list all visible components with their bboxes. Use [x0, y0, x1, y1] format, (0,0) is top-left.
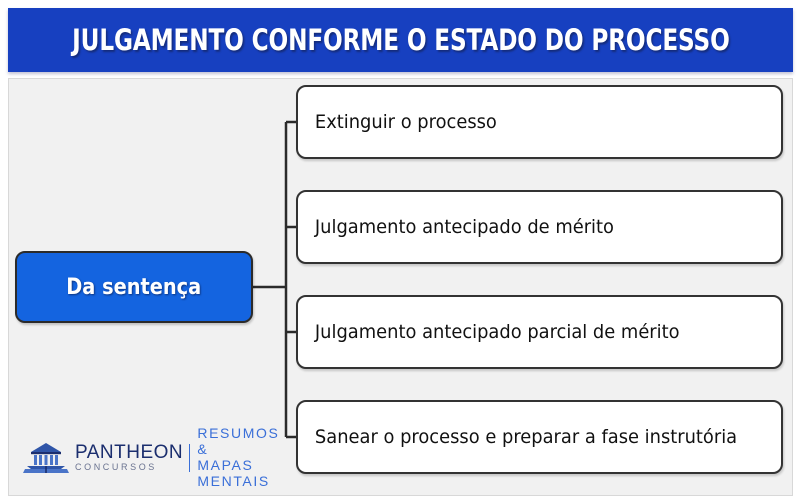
- pantheon-temple-icon: [23, 443, 69, 473]
- brand-divider: [189, 444, 191, 472]
- branch-node-4[interactable]: Sanear o processo e preparar a fase inst…: [296, 400, 783, 474]
- brand-name: PANTHEON: [75, 441, 184, 463]
- branch-node-3[interactable]: Julgamento antecipado parcial de mérito: [296, 295, 783, 369]
- brand-tagline: RESUMOS & MAPAS MENTAIS: [197, 425, 280, 490]
- branch-node-2-label: Julgamento antecipado de mérito: [314, 216, 614, 238]
- brand-logo-text: PANTHEON CONCURSOS RESUMOS & MAPAS MENTA…: [75, 425, 280, 490]
- branch-node-4-label: Sanear o processo e preparar a fase inst…: [314, 426, 738, 448]
- brand-subtitle: CONCURSOS: [75, 462, 157, 473]
- branch-node-1-label: Extinguir o processo: [314, 111, 497, 133]
- diagram-canvas: Da sentença Extinguir o processo Julgame…: [8, 78, 793, 496]
- brand-logo: PANTHEON CONCURSOS RESUMOS & MAPAS MENTA…: [23, 425, 278, 489]
- brand-tagline-line-2: MAPAS MENTAIS: [197, 457, 270, 489]
- root-node-da-sentenca[interactable]: Da sentença: [15, 251, 253, 323]
- page-title: JULGAMENTO CONFORME O ESTADO DO PROCESSO: [71, 23, 730, 57]
- root-node-label: Da sentença: [66, 274, 202, 300]
- slide-header-band: JULGAMENTO CONFORME O ESTADO DO PROCESSO: [8, 8, 793, 72]
- brand-primary: PANTHEON CONCURSOS: [75, 441, 184, 473]
- branch-node-1[interactable]: Extinguir o processo: [296, 85, 783, 159]
- brand-tagline-line-1: RESUMOS &: [197, 425, 280, 458]
- branch-node-2[interactable]: Julgamento antecipado de mérito: [296, 190, 783, 264]
- branch-node-3-label: Julgamento antecipado parcial de mérito: [314, 321, 680, 343]
